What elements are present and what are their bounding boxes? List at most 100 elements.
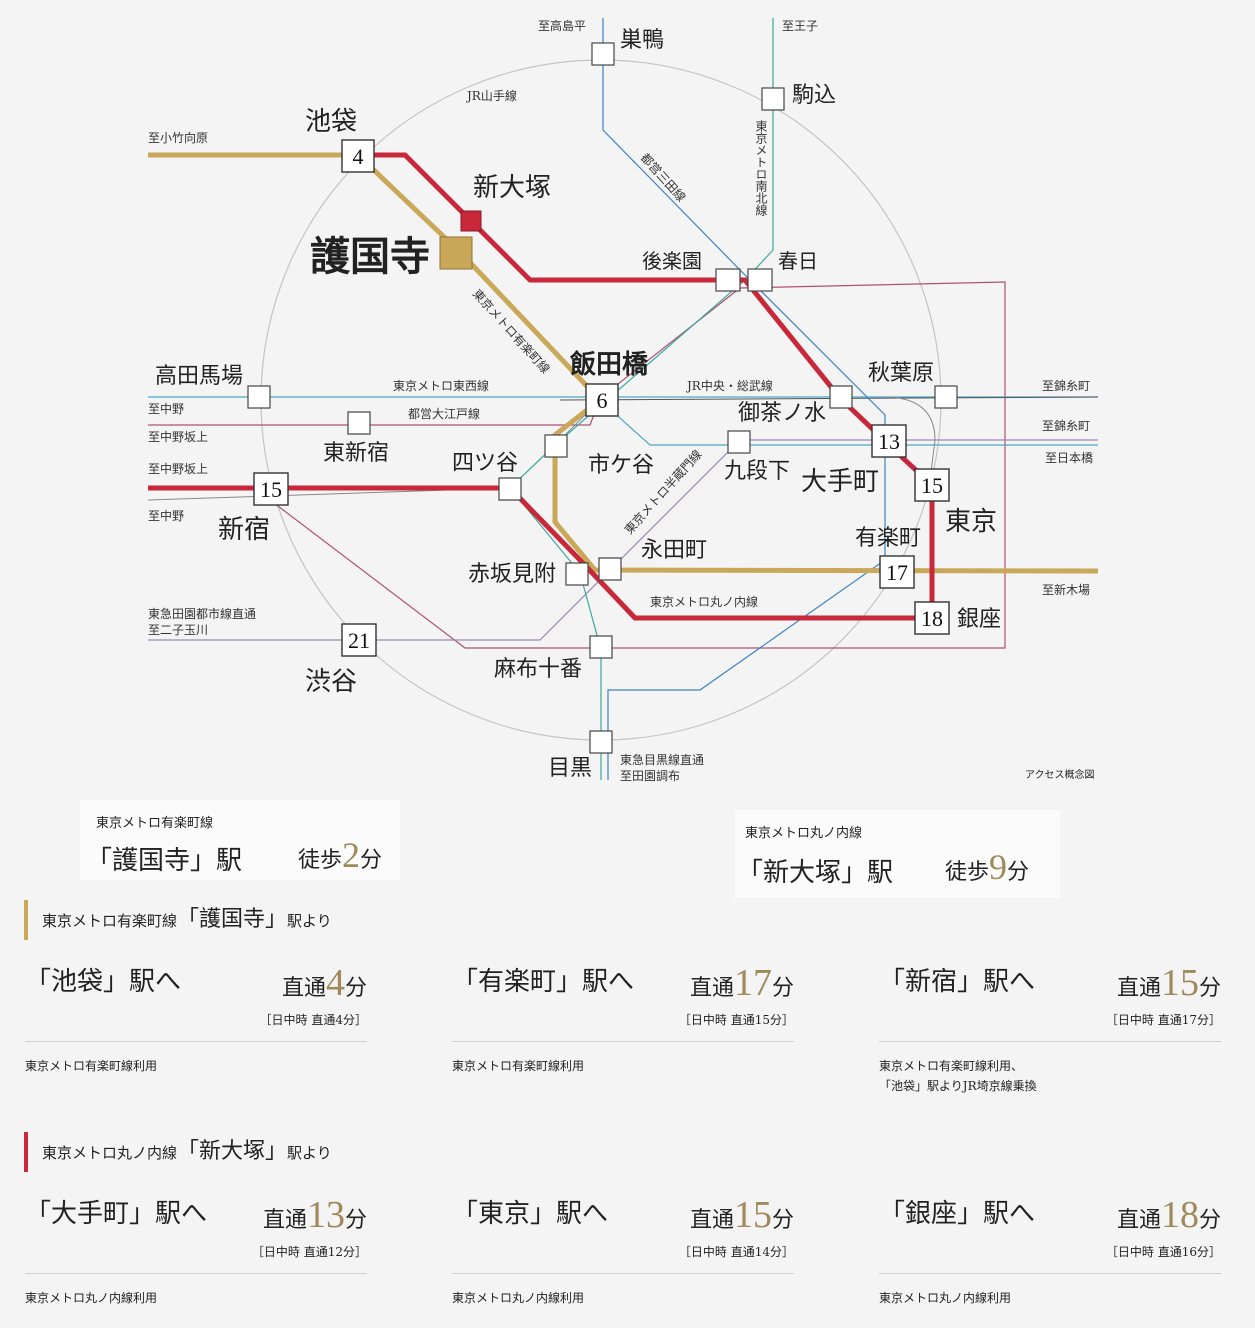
station-tokyo: 東京 xyxy=(945,507,997,537)
oedo-line-east xyxy=(269,281,1006,649)
dest-tokyu-meguro-1: 東急目黒線直通 xyxy=(620,752,704,767)
dest-tokyu-den-2: 至二子玉川 xyxy=(148,623,208,637)
dest-tokyo-note: 東京メトロ丸ノ内線利用 xyxy=(452,1291,585,1305)
section-head-gokokuji: 東京メトロ有楽町線「護国寺」駅より xyxy=(24,900,332,940)
komagome-marker xyxy=(761,87,785,111)
dest-kinshicho-2: 至錦糸町 xyxy=(1042,418,1090,433)
label-mita: 都営三田線 xyxy=(638,150,689,205)
akasakamitsuke-marker xyxy=(565,562,589,586)
section-head-shinotsuka: 東京メトロ丸ノ内線「新大塚」駅より xyxy=(24,1132,332,1172)
station-ikebukuro: 池袋 xyxy=(305,107,357,137)
dest-shinjuku-note: 東京メトロ有楽町線利用、「池袋」駅よりJR埼京線乗換 xyxy=(879,1059,1037,1093)
takadanobaba-marker xyxy=(247,385,271,409)
otemachi-number: 13 xyxy=(878,429,900,454)
station-shinjuku: 新宿 xyxy=(218,515,270,545)
dest-tokyu-meguro-2: 至田園調布 xyxy=(620,769,680,783)
meguro-marker xyxy=(589,730,613,754)
station-shibuya: 渋谷 xyxy=(305,667,357,697)
dest-ginza-note: 東京メトロ丸ノ内線利用 xyxy=(879,1291,1012,1305)
shinotsuka-marker xyxy=(460,210,482,232)
mita-line xyxy=(602,18,886,780)
walk-card-line: 東京メトロ有楽町線 xyxy=(96,816,214,831)
station-kasuga: 春日 xyxy=(778,249,818,273)
route-map: 4 6 13 15 15 17 18 21 至高島平 至王子 至小竹向原 至中野… xyxy=(147,18,1099,783)
nagatacho-marker xyxy=(598,557,622,581)
yotsuya-marker xyxy=(498,477,522,501)
yurakucho-number: 17 xyxy=(886,560,908,585)
iidabashi-number: 6 xyxy=(597,388,608,413)
dest-nihonbashi: 至日本橋 xyxy=(1045,451,1093,465)
dest-ikebukuro-note: 東京メトロ有楽町線利用 xyxy=(25,1059,158,1073)
station-takadanobaba: 高田馬場 xyxy=(155,364,243,389)
station-sugamo: 巣鴨 xyxy=(620,28,664,53)
chuo-sobu-line-main xyxy=(559,396,1099,401)
map-note: アクセス概念図 xyxy=(1025,768,1095,781)
numbered-stations: 4 6 13 15 15 17 18 21 xyxy=(253,139,950,657)
walk-card-time: 徒歩9分 xyxy=(945,847,1030,887)
station-higashishinjuku: 東新宿 xyxy=(323,441,389,466)
label-yurakucho: 東京メトロ有楽町線 xyxy=(470,286,553,376)
station-komagome: 駒込 xyxy=(792,83,836,108)
dest-ikebukuro: 「池袋」駅へ 直通4分 ［日中時 直通4分］ xyxy=(25,961,367,1042)
dest-tokyu-den-1: 東急田園都市線直通 xyxy=(148,606,256,621)
station-kudanshita: 九段下 xyxy=(724,459,790,484)
yurakucho-line xyxy=(148,152,1099,574)
station-yotsuya: 四ツ谷 xyxy=(452,451,518,476)
label-tozai: 東京メトロ東西線 xyxy=(393,378,489,393)
walk-card-line: 東京メトロ丸ノ内線 xyxy=(745,826,863,841)
station-azabujuban: 麻布十番 xyxy=(494,657,582,682)
ginza-number: 18 xyxy=(921,606,943,631)
dest-kotakemukaihara: 至小竹向原 xyxy=(148,130,208,145)
sugamo-marker xyxy=(591,42,615,66)
station-gokokuji: 護国寺 xyxy=(310,233,430,280)
dest-kinshicho-1: 至錦糸町 xyxy=(1042,378,1090,393)
korakuen-marker xyxy=(715,268,741,292)
walk-card-shinotsuka: 東京メトロ丸ノ内線 「新大塚」駅 徒歩9分 xyxy=(735,810,1060,898)
station-akasakamitsuke: 赤坂見附 xyxy=(468,562,556,587)
label-chuo-sobu: JR中央・総武線 xyxy=(685,378,773,393)
station-ochanomizu: 御茶ノ水 xyxy=(738,401,826,426)
station-korakuen: 後楽園 xyxy=(642,249,702,273)
dest-shinkiba: 至新木場 xyxy=(1042,582,1090,597)
gokokuji-marker xyxy=(439,236,473,270)
walk-card-station: 「新大塚」駅 xyxy=(737,858,894,888)
dest-takashimadaira: 至高島平 xyxy=(538,18,586,33)
kudanshita-marker xyxy=(727,430,751,454)
kasuga-marker xyxy=(747,268,773,292)
station-ichigaya: 市ケ谷 xyxy=(588,453,654,478)
walk-card-time: 徒歩2分 xyxy=(298,835,383,875)
dest-yurakucho-note: 東京メトロ有楽町線利用 xyxy=(452,1059,585,1073)
namboku-line xyxy=(509,18,774,780)
dest-shinjuku: 「新宿」駅へ 直通15分 ［日中時 直通17分］ xyxy=(879,961,1221,1042)
walk-card-station: 「護国寺」駅 xyxy=(86,846,243,876)
ochanomizu-marker xyxy=(829,385,853,409)
higashishinjuku-marker xyxy=(347,411,371,435)
dest-nakanosakaue-1: 至中野坂上 xyxy=(148,429,208,444)
ikebukuro-number: 4 xyxy=(353,144,364,169)
label-marunouchi: 東京メトロ丸ノ内線 xyxy=(650,594,758,609)
dest-tokyo: 「東京」駅へ 直通15分 ［日中時 直通14分］ xyxy=(452,1193,794,1274)
dest-nakanosakaue-2: 至中野坂上 xyxy=(148,461,208,476)
dest-nakano-1: 至中野 xyxy=(148,401,184,416)
station-akihabara: 秋葉原 xyxy=(868,361,934,386)
dest-nakano-2: 至中野 xyxy=(148,508,184,523)
shibuya-number: 21 xyxy=(348,628,370,653)
station-otemachi: 大手町 xyxy=(801,467,879,497)
walk-card-gokokuji: 東京メトロ有楽町線 「護国寺」駅 徒歩2分 xyxy=(80,800,400,880)
station-yurakucho: 有楽町 xyxy=(855,526,921,551)
station-iidabashi: 飯田橋 xyxy=(570,349,649,380)
shinjuku-number: 15 xyxy=(260,477,282,502)
station-nagatacho: 永田町 xyxy=(641,538,707,563)
chuo-rapid-curve xyxy=(889,396,936,481)
label-namboku: 東京メトロ南北線 xyxy=(754,120,768,216)
label-oedo: 都営大江戸線 xyxy=(408,406,480,421)
dest-yurakucho: 「有楽町」駅へ 直通17分 ［日中時 直通15分］ xyxy=(452,961,794,1042)
akihabara-marker xyxy=(934,385,958,409)
dest-otemachi: 「大手町」駅へ 直通13分 ［日中時 直通12分］ xyxy=(25,1193,367,1274)
azabujuban-marker xyxy=(589,635,613,659)
tokyo-number: 15 xyxy=(921,473,943,498)
dest-ginza: 「銀座」駅へ 直通18分 ［日中時 直通16分］ xyxy=(879,1193,1221,1274)
label-yamanote: JR山手線 xyxy=(465,88,517,103)
ichigaya-marker xyxy=(544,434,568,458)
oedo-line xyxy=(148,411,596,426)
